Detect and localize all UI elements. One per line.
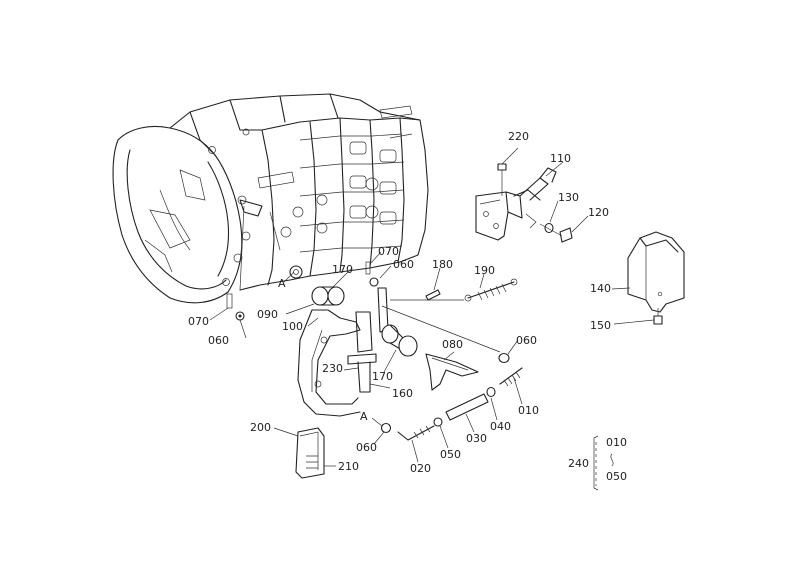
callout-060-right: 060 xyxy=(516,334,537,347)
callout-010: 010 xyxy=(518,404,539,417)
callout-150: 150 xyxy=(590,319,611,332)
callout-040: 040 xyxy=(490,420,511,433)
callout-020: 020 xyxy=(410,462,431,475)
callout-200: 200 xyxy=(250,421,271,434)
callout-170-upper: 170 xyxy=(332,263,353,276)
set-group-from: 010 xyxy=(606,436,627,449)
callout-060-upper: 060 xyxy=(393,258,414,271)
callout-labels: 220 110 130 120 140 150 070 060 180 190 … xyxy=(188,130,611,475)
callout-220: 220 xyxy=(508,130,529,143)
callout-090: 090 xyxy=(257,308,278,321)
callout-060-left: 060 xyxy=(208,334,229,347)
callout-080: 080 xyxy=(442,338,463,351)
callout-120: 120 xyxy=(588,206,609,219)
callout-230: 230 xyxy=(322,362,343,375)
shift-linkage xyxy=(297,261,523,441)
transmission-housing xyxy=(112,93,429,321)
callout-030: 030 xyxy=(466,432,487,445)
block-200 xyxy=(295,427,325,479)
callout-110: 110 xyxy=(550,152,571,165)
callout-140: 140 xyxy=(590,282,611,295)
callout-a-lower: A xyxy=(360,410,368,423)
callout-210: 210 xyxy=(338,460,359,473)
callout-100: 100 xyxy=(282,320,303,333)
callout-060-lower: 060 xyxy=(356,441,377,454)
bracket-110 xyxy=(475,163,573,243)
callout-170-lower: 170 xyxy=(372,370,393,383)
callout-070-upper: 070 xyxy=(378,245,399,258)
set-group-label: 240 xyxy=(568,457,589,470)
callout-180: 180 xyxy=(432,258,453,271)
callout-070-left: 070 xyxy=(188,315,209,328)
callout-160: 160 xyxy=(392,387,413,400)
leader-lines xyxy=(209,147,655,467)
callout-130: 130 xyxy=(558,191,579,204)
callout-050: 050 xyxy=(440,448,461,461)
callout-190: 190 xyxy=(474,264,495,277)
callout-a-upper: A xyxy=(278,277,286,290)
set-group-240: 240 010 050 xyxy=(568,435,627,491)
cover-140 xyxy=(627,231,685,325)
set-group-to: 050 xyxy=(606,470,627,483)
